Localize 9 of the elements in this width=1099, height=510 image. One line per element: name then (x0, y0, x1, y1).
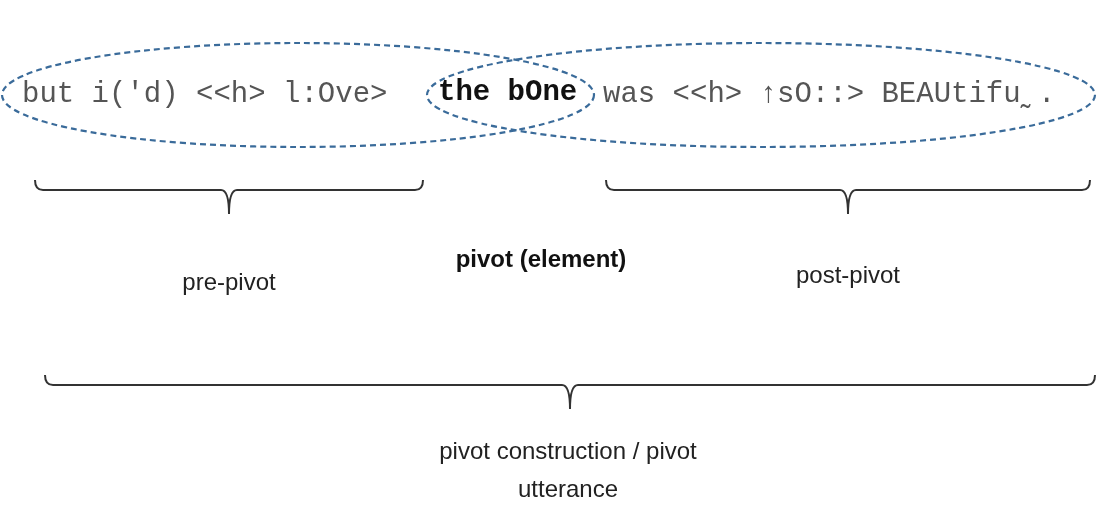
bracket-label: pre-pivot (181, 267, 277, 297)
transcript-text: the bOne (438, 76, 578, 110)
transcript-text: was <<h> ↑sO::> BEAUtifu˷. (603, 78, 1056, 112)
bracket-label: pivot construction / pivot utterance (438, 436, 698, 504)
dashed-ellipse (1, 42, 595, 148)
bracket-label: post-pivot (794, 260, 902, 290)
bracket-label: pivot (element) (454, 244, 628, 274)
transcript-text: but i('d) <<h> l:Ove> (22, 78, 388, 112)
dashed-ellipse (426, 42, 1096, 148)
